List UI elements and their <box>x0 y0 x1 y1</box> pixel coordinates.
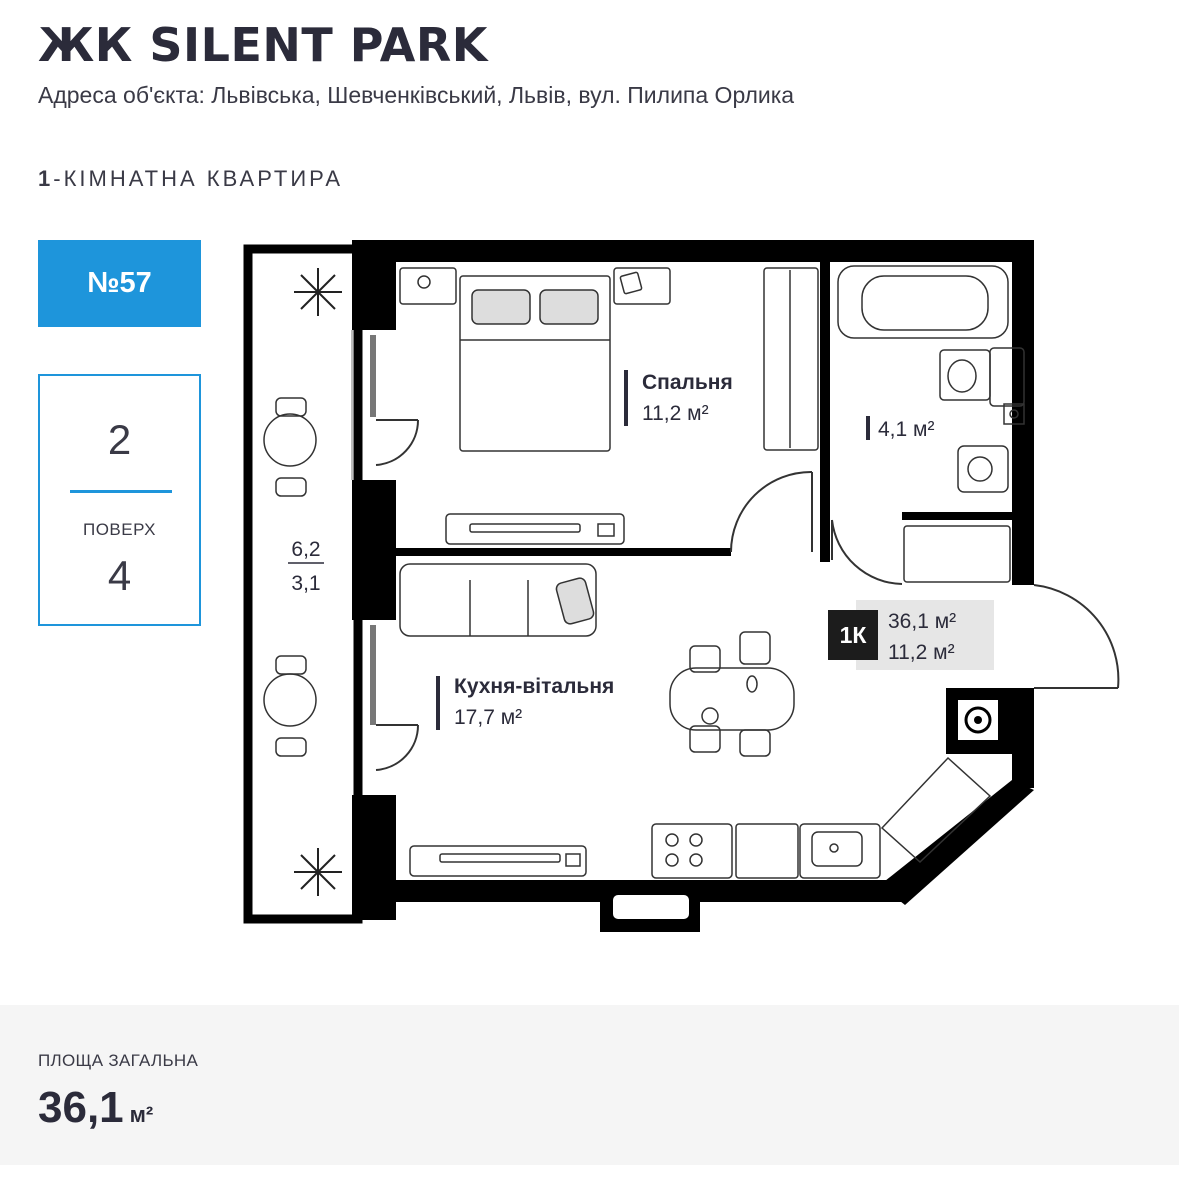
partition-bath-bottom <box>902 512 1012 520</box>
bathroom-area: 4,1 м² <box>878 418 934 441</box>
object-address: Адреса об'єкта: Львівська, Шевченківськи… <box>38 82 795 108</box>
balcony-area-2: 3,1 <box>291 572 320 595</box>
unit-number-badge: №57 <box>38 240 201 327</box>
bedroom-area: 11,2 м² <box>642 402 709 425</box>
floor-plan: Спальня 11,2 м² 4,1 м² Кухня-вітальня 17… <box>243 240 1120 932</box>
total-area-label: ПЛОЩА ЗАГАЛЬНА <box>38 1051 199 1070</box>
floor-info: 2 ПОВЕРХ 4 <box>38 374 201 626</box>
rooms-label: -КІМНАТНА КВАРТИРА <box>53 166 344 191</box>
balcony-area-1: 6,2 <box>291 538 320 561</box>
floor-current: 4 <box>107 552 132 599</box>
room-labels: Спальня 11,2 м² 4,1 м² Кухня-вітальня 17… <box>288 370 934 730</box>
plant-top-icon <box>294 268 342 316</box>
wall-right-lower <box>1012 688 1034 788</box>
summary-living-area: 11,2 м² <box>888 641 955 664</box>
wall-left-1 <box>352 240 396 330</box>
bedroom-name: Спальня <box>642 371 733 394</box>
apartment-summary: 1К 36,1 м² 11,2 м² <box>828 600 994 670</box>
plant-bottom-icon <box>294 848 342 896</box>
partition-bath <box>820 262 830 562</box>
kitchen-living-name: Кухня-вітальня <box>454 675 614 698</box>
apartment-type: 1-КІМНАТНА КВАРТИРА <box>38 166 343 192</box>
floor-label: ПОВЕРХ <box>82 520 157 539</box>
total-area-value: 36,1 <box>38 1083 124 1132</box>
walls <box>243 240 1034 932</box>
furniture <box>263 265 1025 879</box>
wall-left-2 <box>352 480 396 620</box>
floors-total: 2 <box>107 416 132 463</box>
floor-divider <box>70 490 172 493</box>
partition-horizontal <box>396 548 731 556</box>
plant-icons <box>294 268 342 896</box>
page-title: ЖК SILENT PARK <box>38 18 488 72</box>
wall-top <box>352 240 1034 262</box>
windows-and-doors <box>351 330 1120 771</box>
rooms-count: 1 <box>38 166 54 191</box>
wall-left-3 <box>352 795 396 920</box>
summary-total-area: 36,1 м² <box>888 610 956 633</box>
summary-badge: 1К <box>840 622 868 648</box>
total-area-unit: м² <box>129 1102 154 1127</box>
wall-diagonal <box>880 780 1034 905</box>
kitchen-living-area: 17,7 м² <box>454 706 522 729</box>
wall-right-upper <box>1012 240 1034 585</box>
